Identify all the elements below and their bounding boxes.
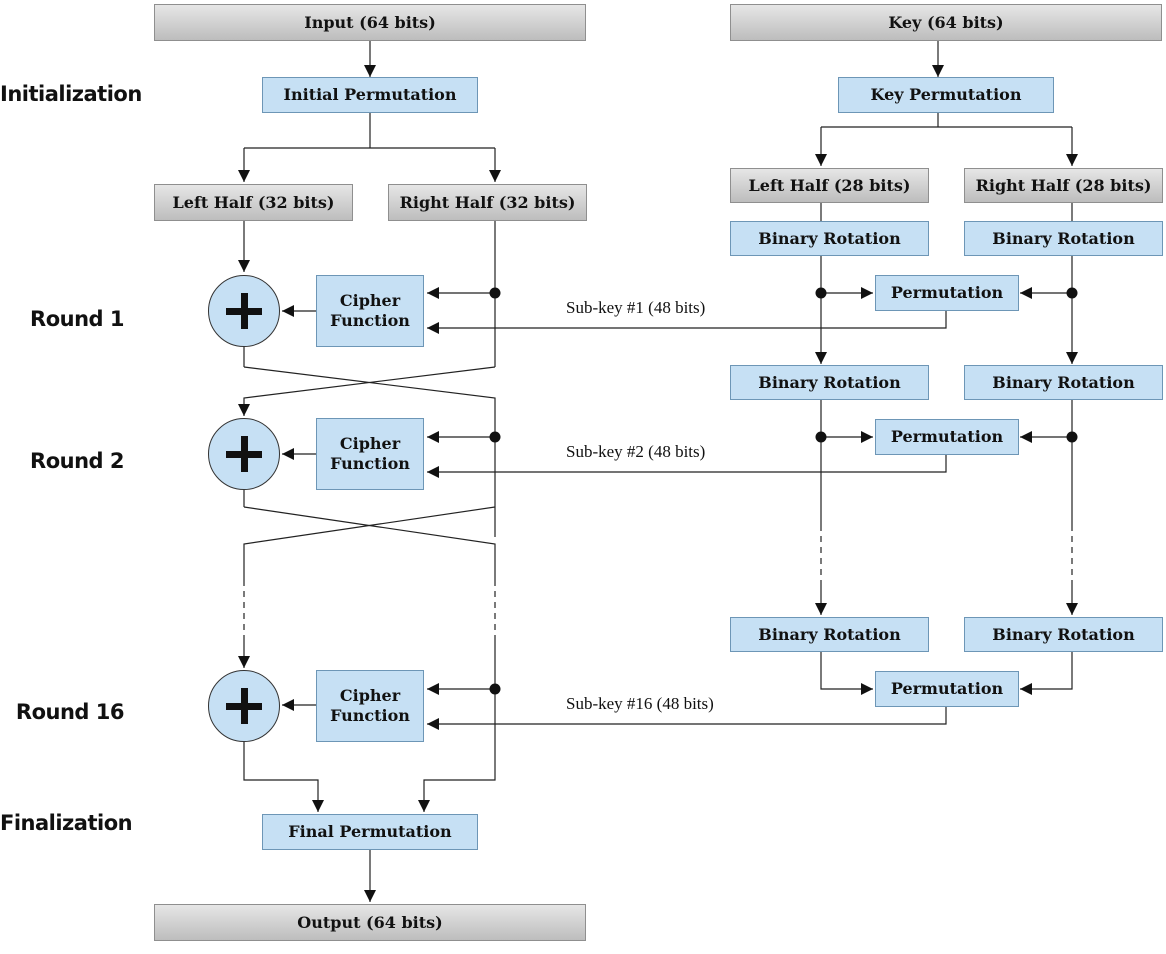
binary-rotation-right-1: Binary Rotation [964, 221, 1163, 256]
subkey-label-round-1: Sub-key #1 (48 bits) [566, 298, 706, 317]
cipher-function-round-2: Cipher Function [316, 418, 424, 490]
binary-rotation-left-1: Binary Rotation [730, 221, 929, 256]
cipher-function-round-16: Cipher Function [316, 670, 424, 742]
junction-dot [489, 431, 501, 443]
binary-rotation-left-2: Binary Rotation [730, 365, 929, 400]
wire-xor16-to-fp [243, 741, 324, 812]
permutation-round-2: Permutation [875, 419, 1019, 455]
wire-subkey16 [427, 707, 947, 730]
junction-dot [1066, 431, 1078, 443]
wire-lrot16-to-perm16 [820, 652, 873, 695]
label-initialization: Initialization [0, 82, 142, 106]
wire-right-to-fp [418, 773, 496, 812]
wire-rrot16-to-perm16 [1020, 652, 1073, 695]
wire-cross1-a [243, 366, 496, 537]
wire-cross2-b [243, 506, 496, 580]
wire-ip-split [244, 113, 495, 149]
junction-dot [1066, 287, 1078, 299]
key-box: Key (64 bits) [730, 4, 1162, 41]
initial-permutation-box: Initial Permutation [262, 77, 478, 113]
wire-cross2-a [243, 506, 496, 580]
permutation-round-1: Permutation [875, 275, 1019, 311]
subkey-label-round-2: Sub-key #2 (48 bits) [566, 442, 706, 461]
xor-operator-round-2 [208, 418, 280, 490]
key-permutation-box: Key Permutation [838, 77, 1054, 113]
binary-rotation-left-16: Binary Rotation [730, 617, 929, 652]
left-half-28-box: Left Half (28 bits) [730, 168, 929, 203]
left-half-32-box: Left Half (32 bits) [154, 184, 353, 221]
junction-dot [815, 431, 827, 443]
right-half-28-box: Right Half (28 bits) [964, 168, 1163, 203]
label-finalization: Finalization [0, 811, 133, 835]
junction-dot [815, 287, 827, 299]
wire-subkey2 [427, 455, 947, 478]
wire-subkey1 [427, 311, 947, 334]
label-round-1: Round 1 [30, 307, 124, 331]
junction-dot [489, 683, 501, 695]
output-box: Output (64 bits) [154, 904, 586, 941]
xor-operator-round-1 [208, 275, 280, 347]
binary-rotation-right-16: Binary Rotation [964, 617, 1163, 652]
wire-cross1-b [238, 366, 496, 416]
cipher-function-round-1: Cipher Function [316, 275, 424, 347]
subkey-label-round-16: Sub-key #16 (48 bits) [566, 694, 714, 713]
label-round-2: Round 2 [30, 449, 124, 473]
wire-kp-split [821, 113, 1072, 128]
input-box: Input (64 bits) [154, 4, 586, 41]
label-round-16: Round 16 [15, 700, 125, 724]
binary-rotation-right-2: Binary Rotation [964, 365, 1163, 400]
final-permutation-box: Final Permutation [262, 814, 478, 850]
right-half-32-box: Right Half (32 bits) [388, 184, 587, 221]
permutation-round-16: Permutation [875, 671, 1019, 707]
junction-dot [489, 287, 501, 299]
xor-operator-round-16 [208, 670, 280, 742]
